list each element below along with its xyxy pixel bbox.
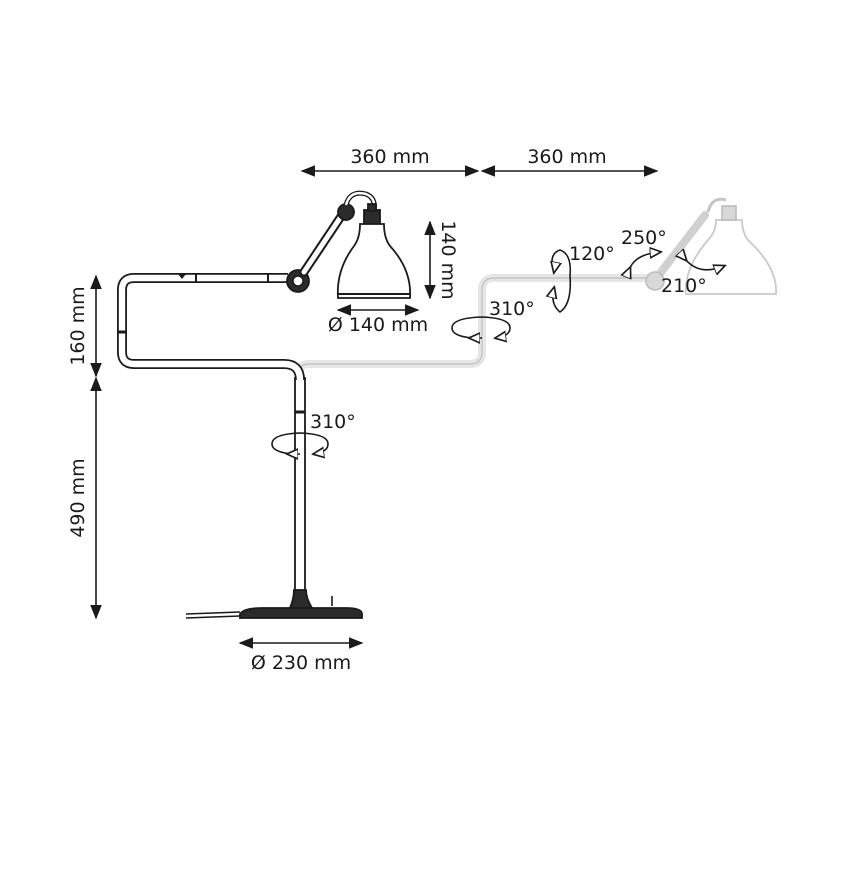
label-arm-length-1: 360 mm	[350, 146, 429, 168]
label-head-rotation-a: 250°	[621, 227, 667, 249]
rotation-indicators	[271, 249, 724, 454]
label-base-diameter: Ø 230 mm	[251, 652, 351, 674]
lamp-shade	[336, 223, 412, 299]
label-elbow-rotation: 310°	[489, 298, 535, 320]
label-upper-height: 160 mm	[67, 286, 89, 365]
joint-rotation-indicator	[552, 249, 572, 313]
labels: 360 mm 360 mm 140 mm Ø 140 mm 160 mm 490…	[67, 146, 707, 674]
stem-rotation-indicator	[271, 432, 329, 454]
label-stem-rotation: 310°	[310, 411, 356, 433]
head-rotation-b-indicator	[686, 260, 724, 270]
dimension-lines	[90, 165, 659, 649]
label-arm-length-2: 360 mm	[527, 146, 606, 168]
main-lamp	[117, 190, 412, 619]
lamp-base	[239, 607, 363, 619]
elbow-rotation-indicator	[451, 316, 511, 338]
lamp-stem	[294, 377, 306, 591]
label-shade-height: 140 mm	[437, 220, 459, 299]
label-head-rotation-b: 210°	[661, 275, 707, 297]
head-rotation-a-indicator	[630, 252, 660, 268]
label-joint-rotation: 120°	[569, 243, 615, 265]
power-cable	[185, 611, 241, 619]
label-shade-diameter: Ø 140 mm	[328, 314, 428, 336]
label-lower-height: 490 mm	[67, 458, 89, 537]
